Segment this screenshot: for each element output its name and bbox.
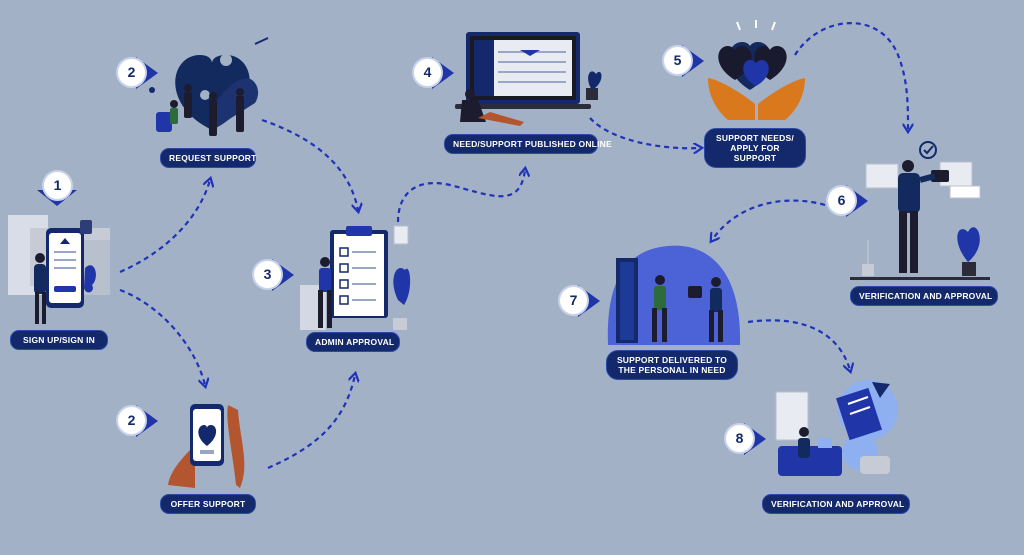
- connector-verification-to-delivered: [712, 199, 826, 240]
- connector-admin-to-published: [396, 170, 525, 223]
- laptop-icon: [455, 32, 602, 126]
- step-2-offer-label: OFFER SUPPORT: [160, 494, 256, 514]
- step-3-badge: 3: [254, 258, 298, 292]
- step-5-badge: 5: [664, 44, 708, 78]
- phone-icon: [8, 215, 110, 324]
- connector-support-needs-to-verification: [794, 22, 908, 130]
- step-7-label: SUPPORT DELIVERED TO THE PERSONAL IN NEE…: [606, 350, 738, 380]
- dashboard-icon: [850, 141, 990, 280]
- step-7-badge: 7: [560, 284, 604, 318]
- heart-puzzle-icon: [149, 37, 269, 136]
- step-8-badge: 8: [726, 422, 770, 456]
- step-8-label: VERIFICATION AND APPROVAL: [762, 494, 910, 514]
- connector-delivered-to-final: [747, 319, 850, 370]
- step-2-offer-badge: 2: [118, 404, 162, 438]
- connector-published-to-support-needs: [589, 117, 700, 148]
- connector-signup-to-offer: [119, 288, 205, 385]
- connector-request-to-admin: [261, 118, 358, 210]
- clipboard-icon: [300, 225, 411, 330]
- connector-offer-to-admin: [267, 375, 355, 470]
- step-4-badge: 4: [414, 56, 458, 90]
- step-6-label: VERIFICATION AND APPROVAL: [850, 286, 998, 306]
- door-delivery-icon: [607, 245, 741, 345]
- hand-phone-heart-icon: [168, 404, 245, 488]
- connector-signup-to-request: [119, 180, 210, 274]
- step-2-request-badge: 2: [118, 56, 162, 90]
- step-4-label: NEED/SUPPORT PUBLISHED ONLINE: [444, 134, 612, 154]
- step-1-label: SIGN UP/SIGN IN: [10, 330, 108, 350]
- hands-hearts-icon: [708, 20, 805, 120]
- step-3-label: ADMIN APPROVAL: [306, 332, 400, 352]
- step-5-label: SUPPORT NEEDS/ APPLY FOR SUPPORT: [704, 128, 806, 168]
- document-icon: [775, 380, 898, 476]
- step-6-badge: 6: [828, 184, 872, 218]
- step-2-request-label: REQUEST SUPPORT: [160, 148, 256, 168]
- step-1-badge: 1: [36, 172, 80, 206]
